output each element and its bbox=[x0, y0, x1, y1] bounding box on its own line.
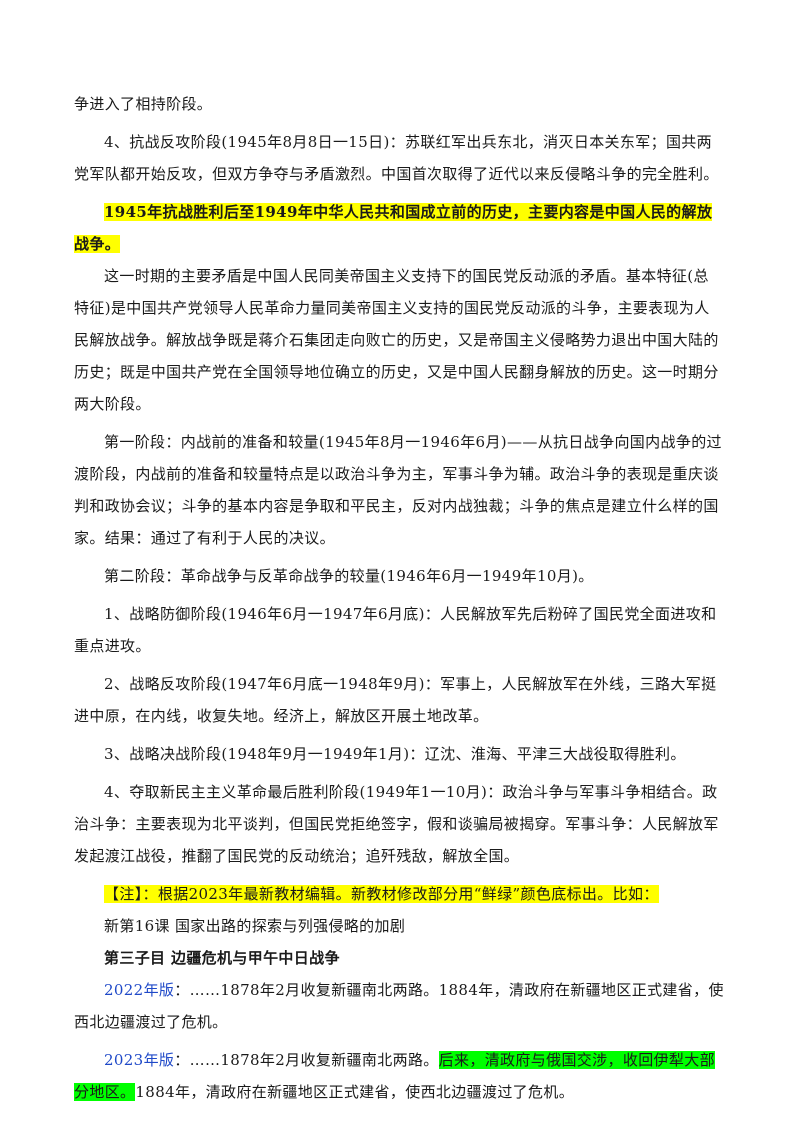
paragraph-final-victory: 4、夺取新民主主义革命最后胜利阶段(1949年1一10月)：政治斗争与军事斗争相… bbox=[74, 783, 719, 865]
version-2023-text-end: 1884年，清政府在新疆地区正式建省，使西北边疆渡过了危机。 bbox=[135, 1083, 575, 1101]
subheading: 第三子目 边疆危机与甲午中日战争 bbox=[104, 949, 340, 967]
version-2023-label: 2023年版 bbox=[104, 1051, 175, 1069]
version-2022-paragraph: 2022年版：……1878年2月收复新疆南北两路。1884年，清政府在新疆地区正… bbox=[74, 974, 724, 1038]
note-highlight: 【注】：根据2023年最新教材编辑。新教材修改部分用“鲜绿”颜色底标出。比如： bbox=[104, 885, 659, 903]
version-2023-text: ：……1878年2月收复新疆南北两路。 bbox=[174, 1051, 439, 1069]
paragraph-counteroffensive: 4、抗战反攻阶段(1945年8月8日一15日)：苏联红军出兵东北，消灭日本关东军… bbox=[74, 133, 719, 183]
note-line: 【注】：根据2023年最新教材编辑。新教材修改部分用“鲜绿”颜色底标出。比如： bbox=[74, 878, 724, 910]
lesson-title: 新第16课 国家出路的探索与列强侵略的加剧 bbox=[104, 917, 406, 935]
version-2023-paragraph: 2023年版：……1878年2月收复新疆南北两路。后来，清政府与俄国交涉，收回伊… bbox=[74, 1044, 724, 1108]
paragraph-main-contradiction: 这一时期的主要矛盾是中国人民同美帝国主义支持下的国民党反动派的矛盾。基本特征(总… bbox=[74, 267, 719, 413]
paragraph-strategic-offensive: 2、战略反攻阶段(1947年6月底一1948年9月)：军事上，人民解放军在外线，… bbox=[74, 675, 717, 725]
paragraph-stage-one: 第一阶段：内战前的准备和较量(1945年8月一1946年6月)——从抗日战争向国… bbox=[74, 433, 722, 547]
version-2022-label: 2022年版 bbox=[104, 981, 175, 999]
heading-liberation-war: 1945年抗战胜利后至1949年中华人民共和国成立前的历史，主要内容是中国人民的… bbox=[74, 196, 724, 260]
document-body: 争进入了相持阶段。 4、抗战反攻阶段(1945年8月8日一15日)：苏联红军出兵… bbox=[74, 88, 724, 1108]
paragraph-1: 争进入了相持阶段。 bbox=[74, 95, 213, 113]
version-2022-text: ：……1878年2月收复新疆南北两路。1884年，清政府在新疆地区正式建省，使西… bbox=[74, 981, 724, 1031]
paragraph-stage-two: 第二阶段：革命战争与反革命战争的较量(1946年6月一1949年10月)。 bbox=[104, 567, 594, 585]
highlighted-heading-text: 1945年抗战胜利后至1949年中华人民共和国成立前的历史，主要内容是中国人民的… bbox=[74, 203, 713, 253]
paragraph-strategic-defense: 1、战略防御阶段(1946年6月一1947年6月底)：人民解放军先后粉碎了国民党… bbox=[74, 605, 717, 655]
paragraph-decisive-battles: 3、战略决战阶段(1948年9月一1949年1月)：辽沈、淮海、平津三大战役取得… bbox=[104, 745, 686, 763]
